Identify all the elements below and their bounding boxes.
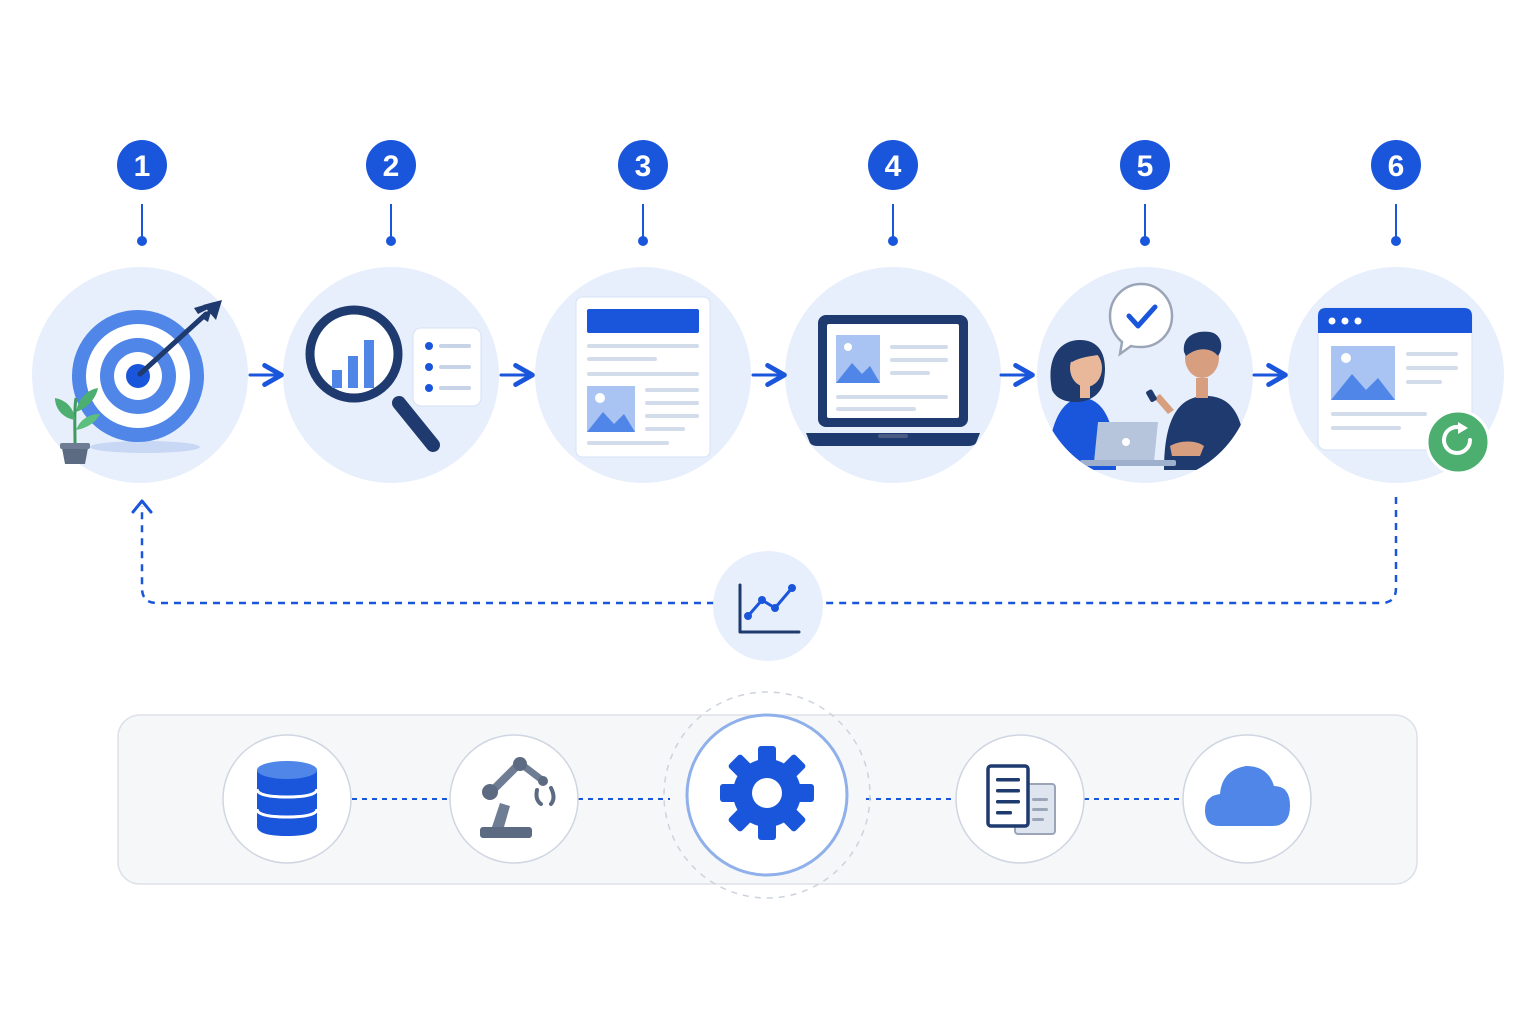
toolbar-item-gear[interactable] <box>663 691 871 899</box>
step-2-number: 2 <box>383 150 400 183</box>
feedback-loop <box>131 497 1398 661</box>
step-4-badge: 4 <box>868 140 918 246</box>
step-6-badge: 6 <box>1371 140 1421 246</box>
toolbar-panel <box>117 691 1418 899</box>
cloud-icon <box>1205 766 1290 826</box>
step-3-badge: 3 <box>618 140 668 246</box>
step-3-number: 3 <box>635 150 652 183</box>
toolbar-item-database[interactable] <box>222 734 352 864</box>
toolbar-item-robotic-arm[interactable] <box>449 734 579 864</box>
target-with-arrow-and-plant-icon <box>55 300 222 464</box>
documents-icon <box>986 764 1056 835</box>
feedback-arrowhead <box>131 499 153 514</box>
database-icon <box>255 761 319 836</box>
document-page-icon <box>575 296 711 458</box>
toolbar-item-documents[interactable] <box>955 734 1085 864</box>
step-6-number: 6 <box>1388 150 1405 183</box>
magnifier-bar-chart-and-checklist-icon <box>305 305 482 452</box>
step-1-badge: 1 <box>117 140 167 246</box>
trend-line-chart-icon <box>738 583 801 634</box>
step-2-badge: 2 <box>366 140 416 246</box>
step-5-badge: 5 <box>1120 140 1170 246</box>
step-5-number: 5 <box>1137 150 1154 183</box>
laptop-with-content-icon <box>806 315 980 446</box>
browser-window-refresh-icon <box>1317 307 1491 475</box>
trend-circle <box>713 551 823 661</box>
toolbar-item-cloud[interactable] <box>1182 734 1312 864</box>
step-4-number: 4 <box>885 150 902 183</box>
refresh-icon <box>1425 409 1491 475</box>
robotic-arm-icon <box>480 757 556 838</box>
gear-icon <box>720 746 814 840</box>
step-1-number: 1 <box>134 150 151 183</box>
